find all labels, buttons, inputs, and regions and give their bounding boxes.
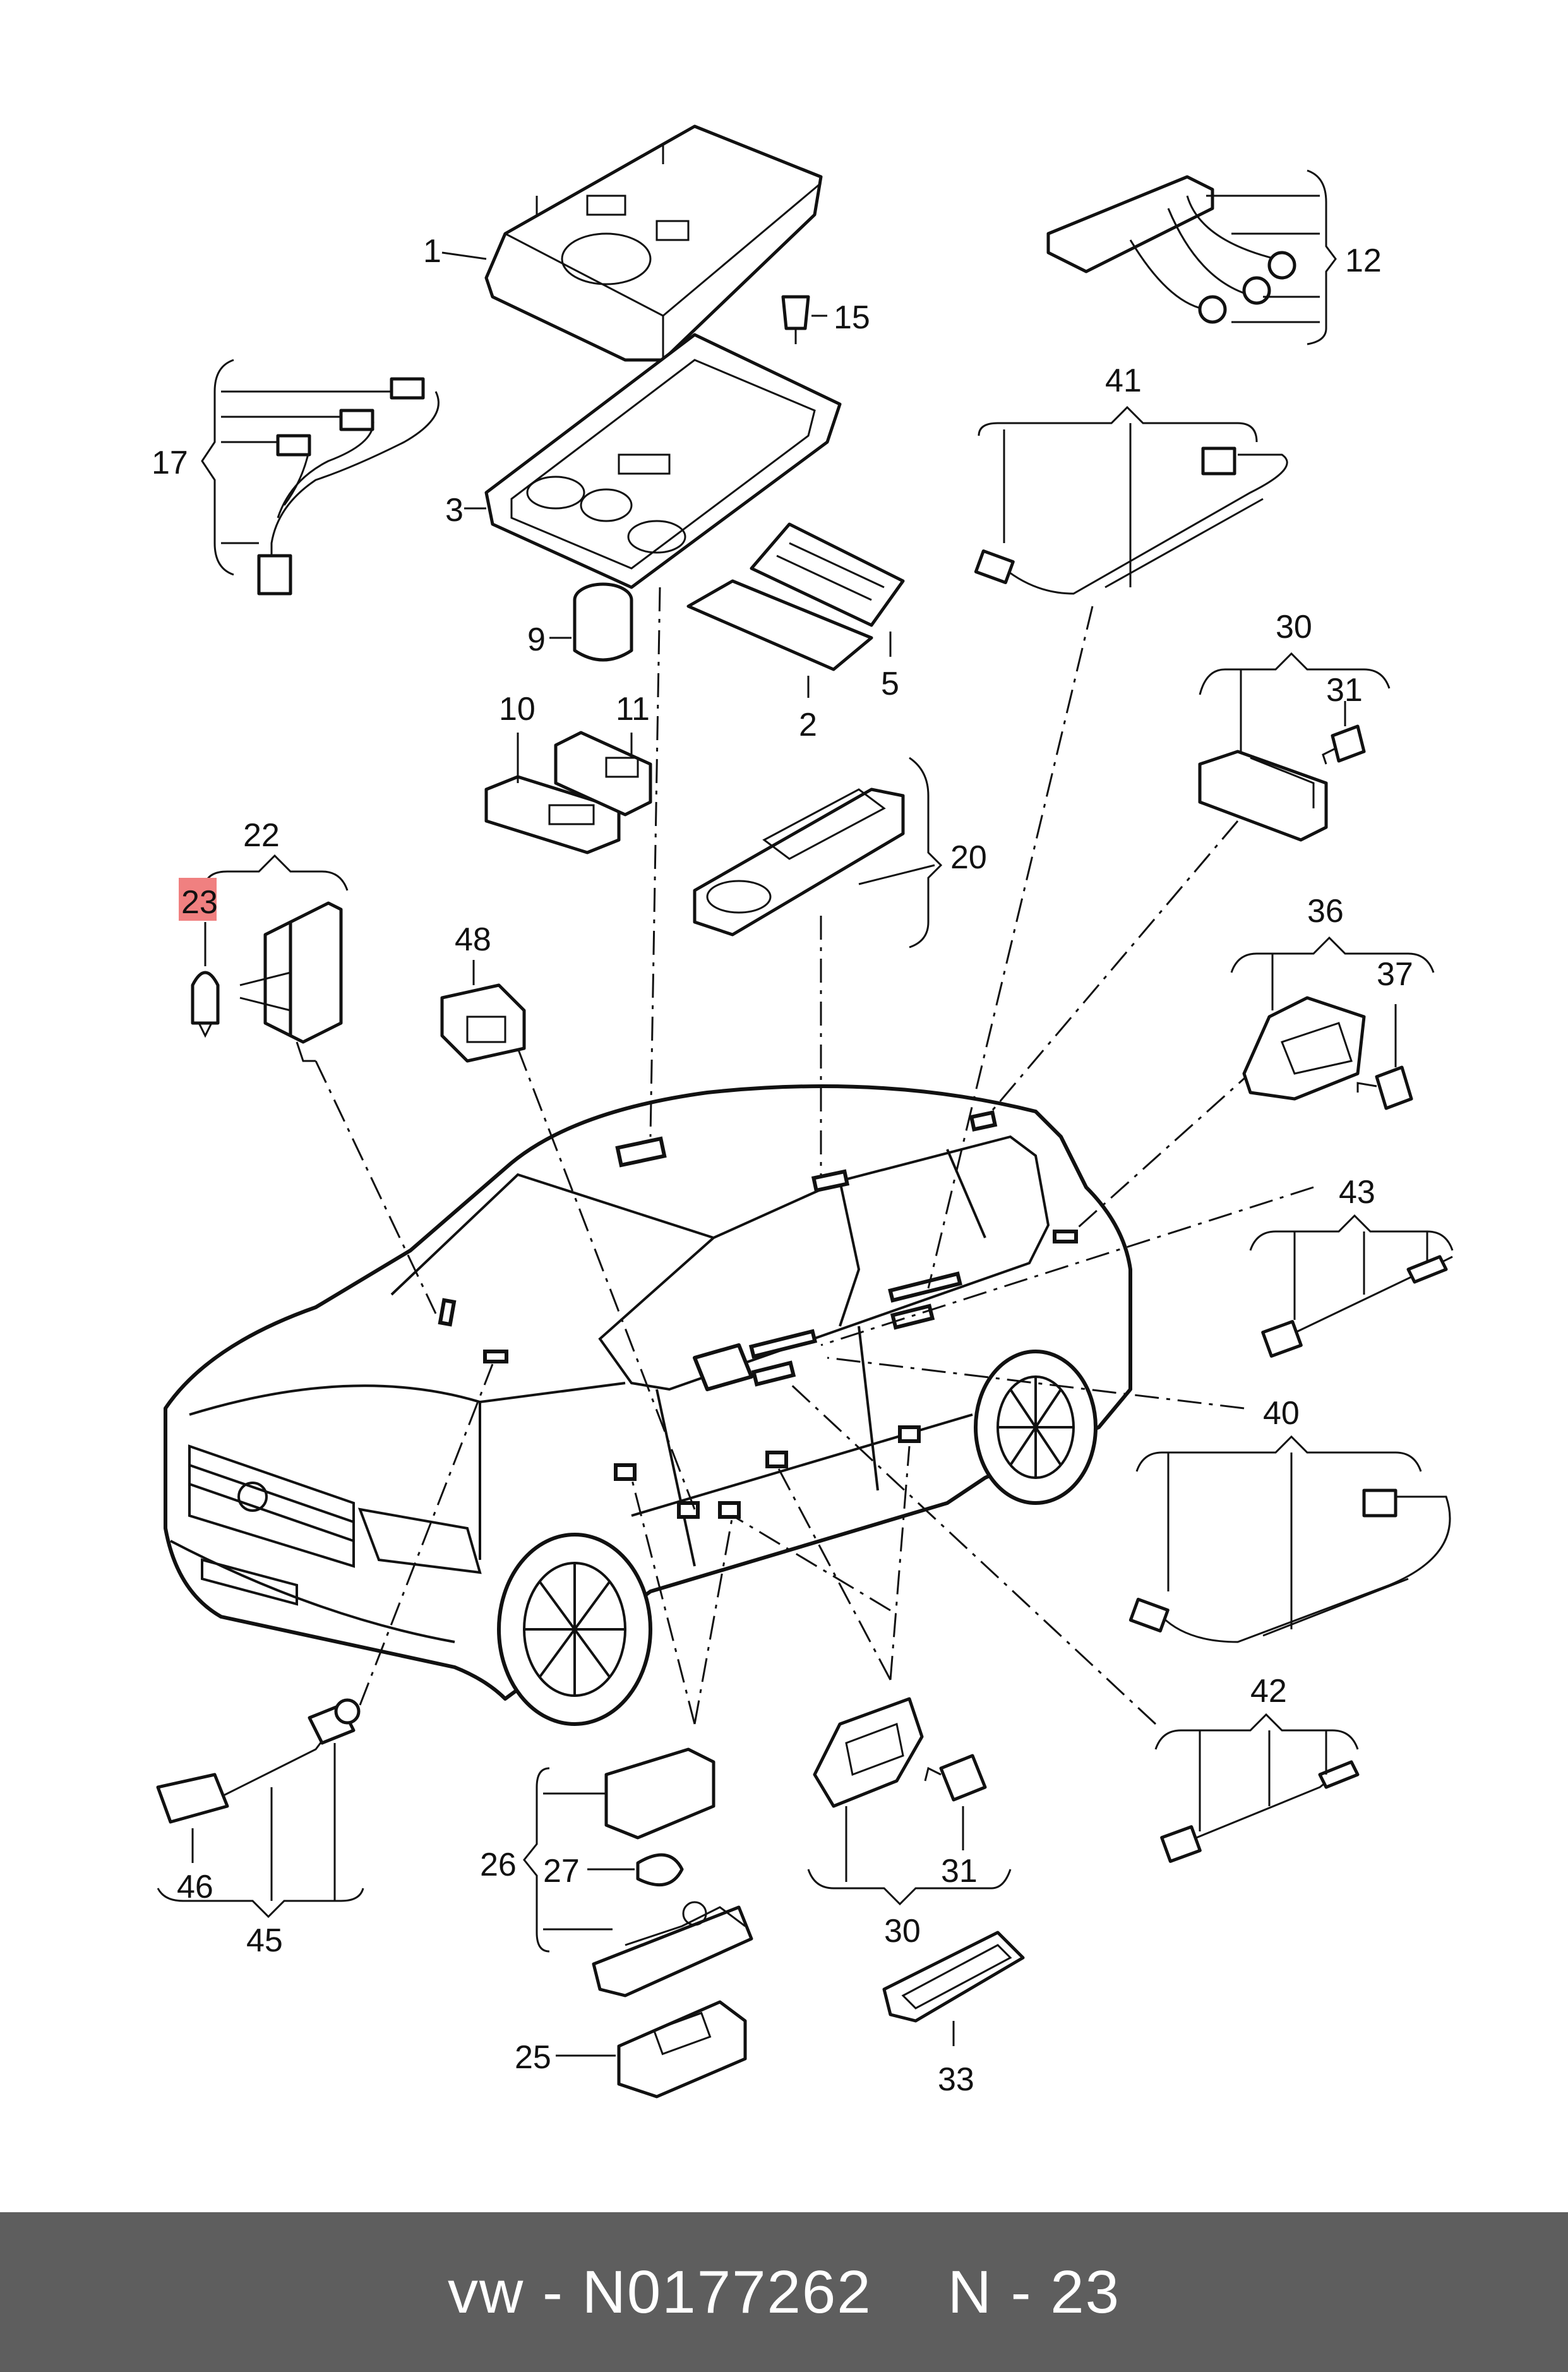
part-17-wiring-harness: 17 [152, 359, 440, 596]
part-36-lamp: 36 [1230, 893, 1435, 1101]
label-31-top: 31 [1326, 672, 1363, 709]
label-26: 26 [480, 1847, 517, 1883]
location-marker [614, 1463, 637, 1481]
location-marker [765, 1451, 788, 1468]
location-marker [969, 1110, 998, 1132]
location-marker [888, 1271, 962, 1303]
label-30-bottom: 30 [884, 1913, 921, 1950]
label-31-bottom: 31 [941, 1853, 978, 1890]
part-15-screw: 15 [781, 295, 870, 344]
part-10-switch: 10 [484, 691, 621, 854]
part-11-switch: 11 [554, 691, 652, 817]
location-marker [1053, 1230, 1078, 1243]
car-illustration [164, 1084, 1132, 1726]
label-40: 40 [1263, 1395, 1300, 1432]
label-5: 5 [881, 666, 899, 702]
part-20-interior-lamp: 20 [693, 757, 987, 949]
label-23: 23 [181, 884, 218, 921]
location-marker [811, 1169, 850, 1193]
footer-bar: vw - N0177262 N - 23 [0, 2212, 1568, 2372]
footer-text: vw - N0177262 N - 23 [448, 2258, 1120, 2327]
label-9: 9 [527, 621, 546, 658]
part-12-control-module: 12 [1046, 169, 1382, 345]
location-marker [748, 1329, 818, 1359]
part-37-bulb: 37 [1356, 956, 1413, 1110]
label-33: 33 [938, 2061, 974, 2098]
label-17: 17 [152, 445, 188, 481]
part-3-trim-panel: 3 [445, 333, 842, 589]
part-33-lens: 33 [882, 1931, 1025, 2098]
label-20: 20 [950, 839, 987, 876]
label-41: 41 [1105, 362, 1142, 399]
label-45: 45 [246, 1922, 283, 1959]
part-23-bulb: 23 [179, 878, 220, 1038]
label-42: 42 [1250, 1673, 1287, 1710]
location-marker [898, 1425, 921, 1443]
label-36: 36 [1307, 893, 1344, 930]
location-marker [677, 1501, 700, 1519]
location-marker [615, 1136, 667, 1168]
label-37: 37 [1377, 956, 1413, 993]
part-42-cable: 42 [1154, 1673, 1360, 1863]
part-40-cable: 40 [1128, 1395, 1451, 1643]
leader-lines [314, 587, 1314, 1725]
label-10: 10 [499, 691, 536, 728]
part-5-cover: 5 [750, 522, 905, 702]
part-48-switch: 48 [440, 921, 526, 1063]
part-25-lamp: 25 [515, 2000, 747, 2099]
label-22: 22 [243, 817, 280, 854]
location-marker [751, 1360, 796, 1387]
part-31-bulb-bottom: 31 [924, 1754, 987, 1890]
footer-page-ref: N - 23 [947, 2258, 1121, 2326]
label-30-top: 30 [1276, 609, 1312, 645]
part-46-connector: 46 [156, 1773, 229, 1905]
location-marker [718, 1501, 741, 1519]
part-22-lamp-assembly: 22 [204, 817, 349, 1062]
location-marker [438, 1298, 457, 1327]
label-11: 11 [616, 691, 650, 728]
label-2: 2 [799, 707, 817, 743]
part-27-bulb: 27 [543, 1853, 684, 1890]
part-1-roof-console: 1 [423, 124, 823, 362]
part-2-lens: 2 [686, 579, 873, 743]
part-43-cable: 43 [1249, 1174, 1454, 1358]
part-45-harness: 45 [157, 1698, 364, 1959]
label-15: 15 [834, 299, 870, 336]
part-9-socket: 9 [527, 582, 633, 662]
label-3: 3 [445, 492, 464, 529]
highlight-23 [179, 878, 217, 921]
label-25: 25 [515, 2039, 551, 2076]
part-30-lamp-top: 30 [1198, 609, 1391, 842]
part-31-bulb-top: 31 [1322, 672, 1366, 765]
part-41-cable: 41 [974, 362, 1288, 595]
label-1: 1 [423, 233, 441, 270]
part-30-lamp-bottom: 30 [807, 1697, 1012, 1950]
label-27: 27 [543, 1853, 580, 1890]
footer-part-number: vw - N0177262 [447, 2258, 872, 2326]
part-26-lamp-set: 26 [480, 1747, 753, 1998]
location-marker [483, 1350, 508, 1363]
label-46: 46 [177, 1869, 213, 1905]
label-43: 43 [1339, 1174, 1375, 1211]
parts-diagram: 1 15 12 17 3 [152, 124, 1454, 2099]
label-48: 48 [455, 921, 491, 958]
label-12: 12 [1345, 243, 1382, 279]
